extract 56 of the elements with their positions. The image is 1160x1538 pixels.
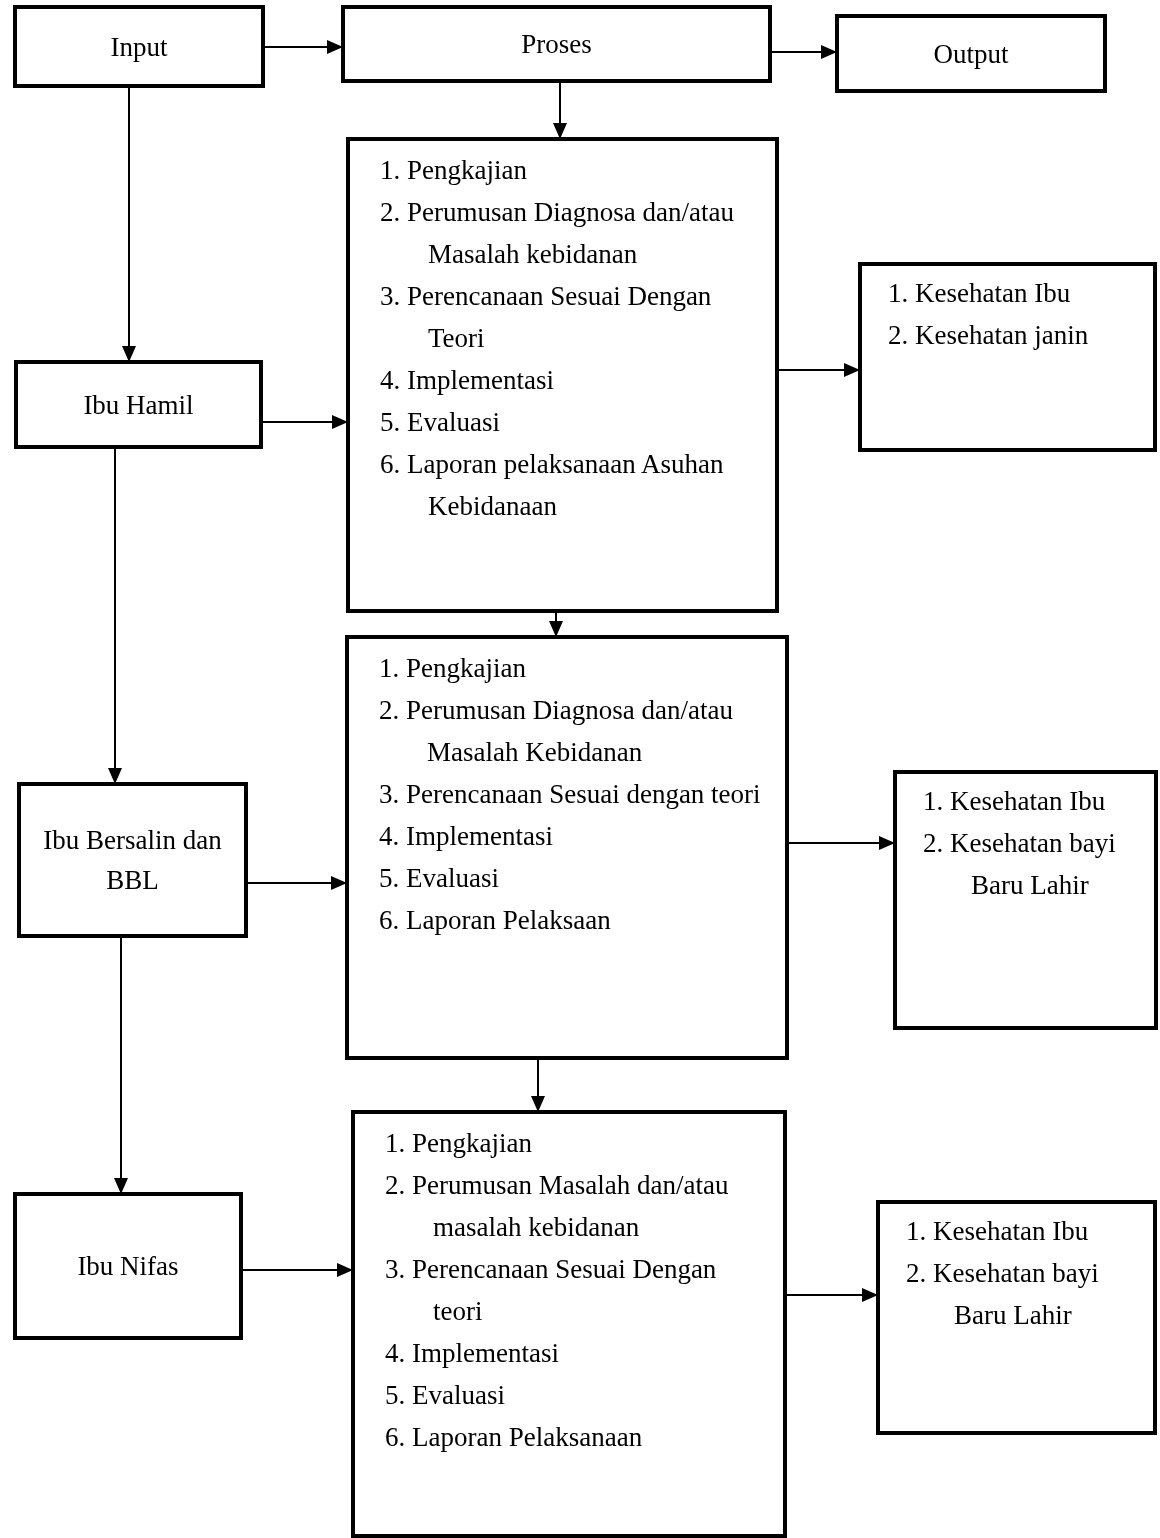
process-box	[351, 1110, 787, 1538]
list-item: 1. Kesehatan Ibu	[906, 1215, 1090, 1248]
list-item: 5. Evaluasi	[379, 862, 500, 895]
list-item: 2. Kesehatan janin	[888, 319, 1090, 352]
arrow	[108, 448, 122, 784]
process-box	[346, 137, 779, 613]
list-item: 5. Evaluasi	[380, 406, 501, 439]
arrow	[788, 836, 895, 850]
output-box	[858, 262, 1157, 452]
list-item: 6. Laporan pelaksanaan Asuhan Kebidanaan	[380, 448, 725, 523]
input-box	[17, 782, 248, 938]
input-box	[13, 1192, 243, 1340]
arrow	[114, 937, 128, 1194]
output-box	[893, 770, 1158, 1030]
list-item: 6. Laporan Pelaksaan	[379, 904, 612, 937]
node-label: Ibu Bersalin dan BBL	[42, 824, 223, 897]
list-item: 3. Perencanaan Sesuai Dengan teori	[385, 1253, 718, 1328]
list-item: 1. Pengkajian	[385, 1127, 533, 1160]
node-label: Output	[933, 37, 1009, 71]
node-label: Ibu Nifas	[77, 1250, 179, 1283]
arrow	[778, 363, 860, 377]
arrow	[553, 82, 567, 139]
node-label: Proses	[521, 28, 592, 61]
list-item: 5. Evaluasi	[385, 1379, 506, 1412]
arrow	[262, 415, 348, 429]
list-item: 1. Pengkajian	[380, 154, 528, 187]
list-item: 3. Perencanaan Sesuai dengan teori	[379, 778, 762, 811]
output-box	[835, 14, 1107, 93]
node-label: Input	[110, 30, 168, 64]
input-box	[14, 360, 263, 449]
arrow	[549, 612, 563, 637]
arrow	[786, 1288, 878, 1302]
list-item: 2. Perumusan Diagnosa dan/atau Masalah Kebidanan	[379, 694, 734, 769]
list-item: 1. Kesehatan Ibu	[888, 277, 1072, 310]
list-item: 4. Implementasi	[385, 1337, 560, 1370]
list-item: 4. Implementasi	[380, 364, 555, 397]
output-box	[876, 1200, 1157, 1435]
list-item: 6. Laporan Pelaksanaan	[385, 1421, 644, 1454]
list-item: 2. Kesehatan bayi Baru Lahir	[923, 827, 1117, 902]
process-box	[345, 635, 789, 1060]
node-label: Ibu Hamil	[83, 388, 194, 422]
arrow	[531, 1059, 545, 1112]
arrow	[247, 876, 347, 890]
process-box	[341, 5, 772, 83]
list-item: 2. Perumusan Masalah dan/atau masalah kebidanan	[385, 1169, 730, 1244]
arrow	[771, 45, 837, 59]
list-item: 1. Pengkajian	[379, 652, 527, 685]
arrow	[242, 1263, 353, 1277]
list-item: 2. Perumusan Diagnosa dan/atau Masalah kebidanan	[380, 196, 735, 271]
list-item: 1. Kesehatan Ibu	[923, 785, 1107, 818]
input-box	[13, 5, 265, 88]
list-item: 2. Kesehatan bayi Baru Lahir	[906, 1257, 1100, 1332]
arrow	[264, 40, 343, 54]
list-item: 3. Perencanaan Sesuai Dengan Teori	[380, 280, 713, 355]
arrow	[122, 87, 136, 362]
list-item: 4. Implementasi	[379, 820, 554, 853]
